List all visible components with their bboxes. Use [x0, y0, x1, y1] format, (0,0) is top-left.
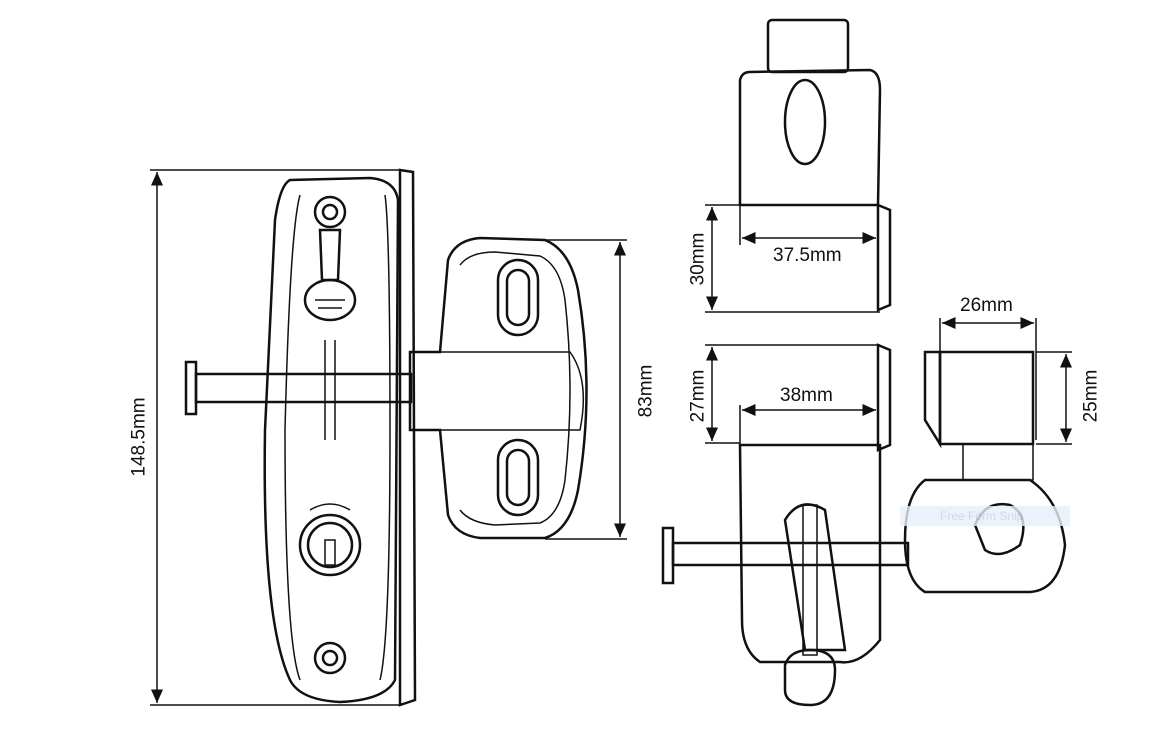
mid-width-label: 38mm	[780, 385, 833, 406]
side-width-label: 26mm	[960, 295, 1013, 316]
top-view	[705, 18, 892, 313]
side-view	[661, 317, 1072, 707]
mid-depth-label: 27mm	[687, 369, 709, 423]
side-depth-label: 25mm	[1080, 369, 1102, 423]
top-width-label: 37.5mm	[773, 245, 842, 266]
top-depth-label: 30mm	[687, 232, 709, 286]
overall-height-label: 148.5mm	[128, 397, 150, 477]
pad-height-label: 83mm	[635, 364, 657, 418]
front-view	[150, 168, 417, 707]
keeper-pad	[408, 236, 627, 540]
snip-overlay-label: Free Form Snip	[900, 506, 1070, 526]
